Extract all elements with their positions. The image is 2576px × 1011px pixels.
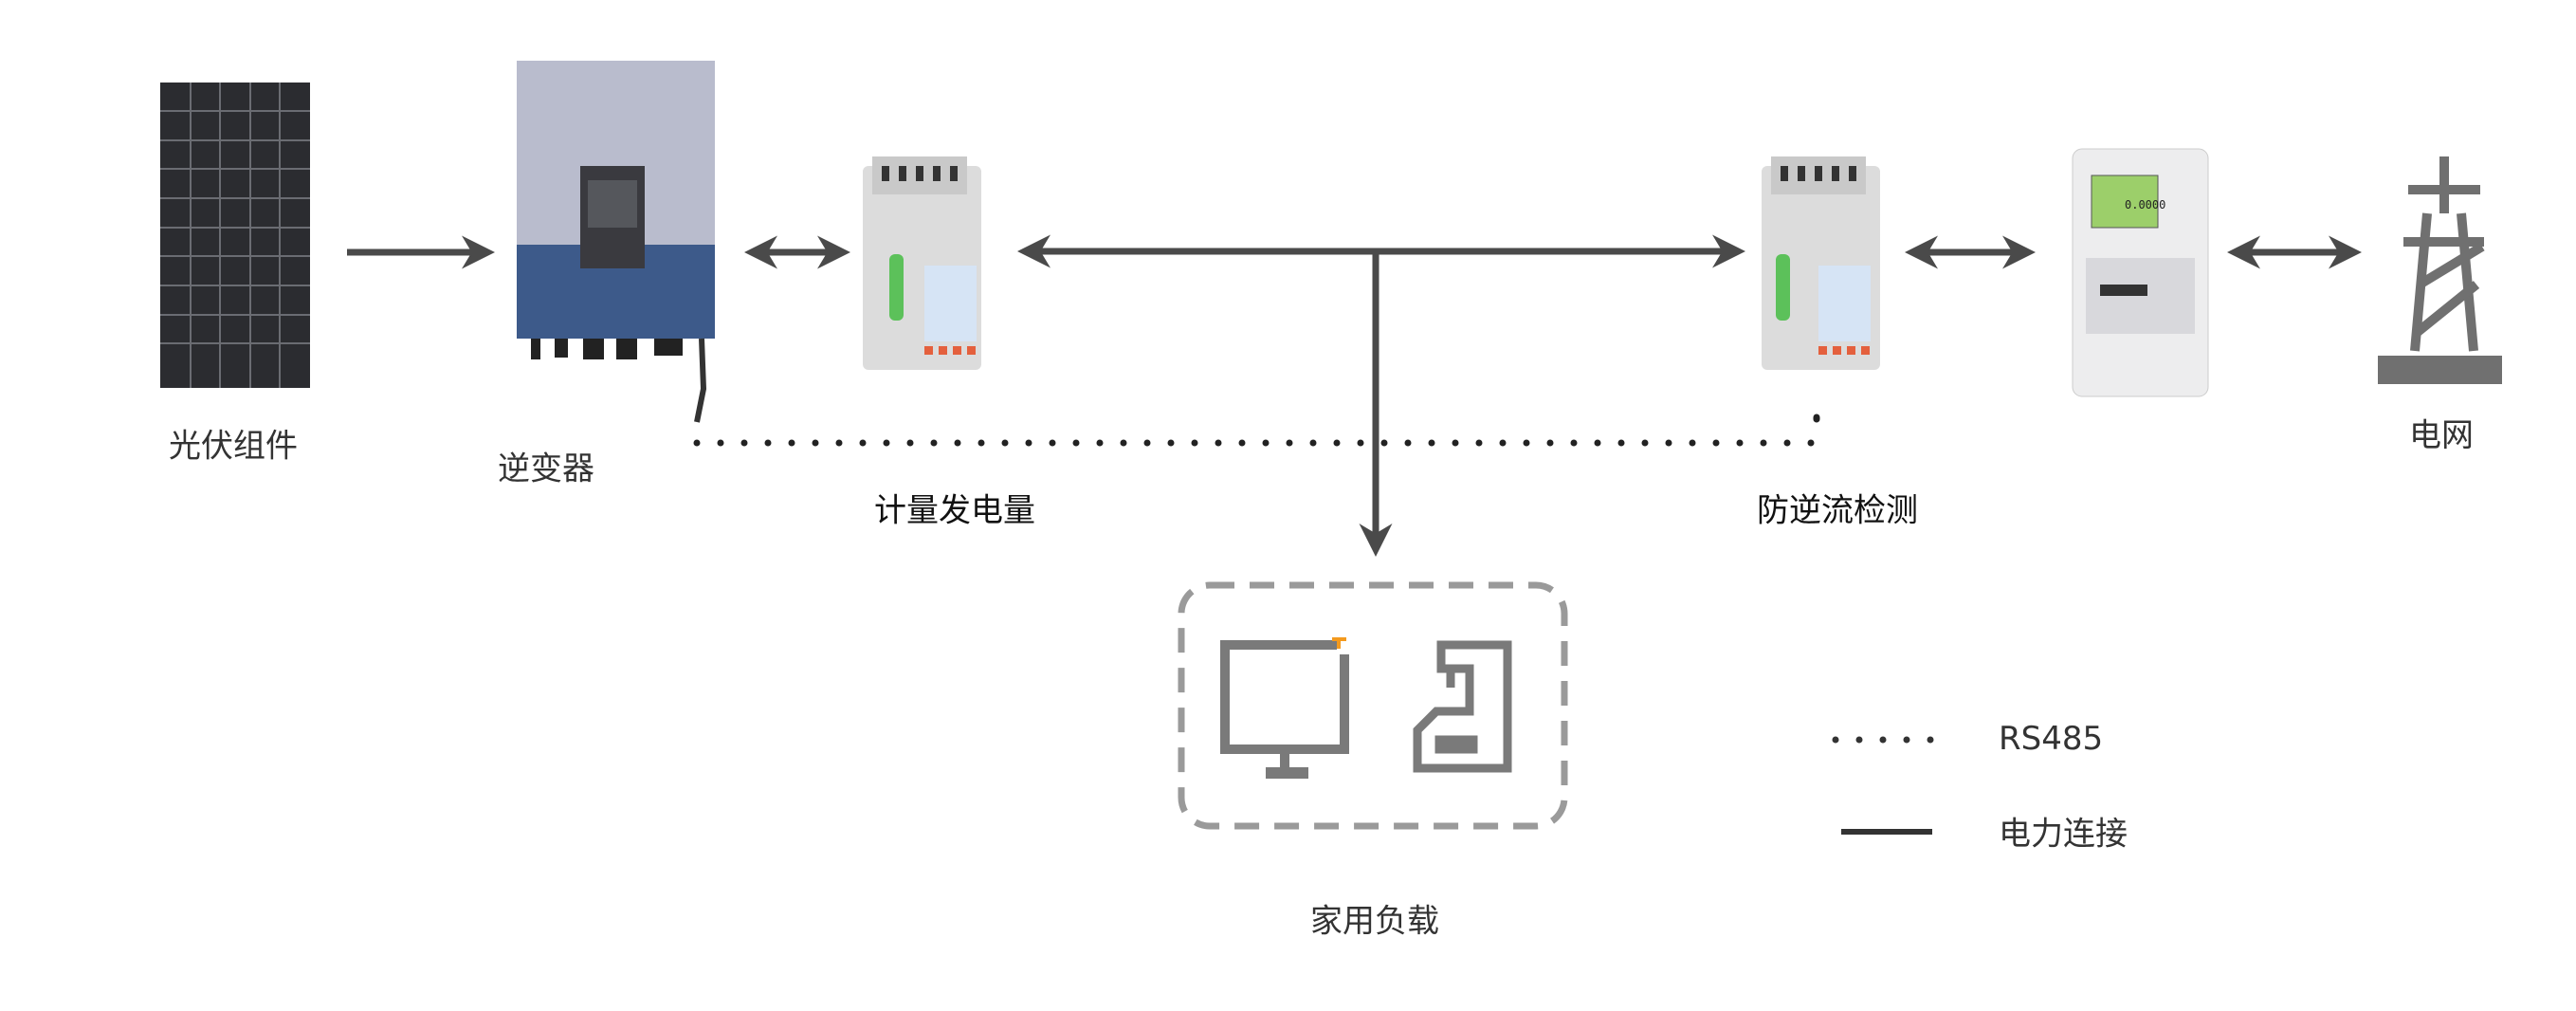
monitor-icon bbox=[1220, 637, 1349, 779]
legend-power-label: 电力连接 bbox=[1999, 815, 2128, 854]
label-household-load: 家用负载 bbox=[1310, 902, 1439, 941]
meter-display: 0.0000 bbox=[2125, 198, 2165, 211]
rs485-line bbox=[693, 414, 1820, 447]
grid-tower-icon bbox=[2378, 156, 2502, 384]
generation-meter-image bbox=[863, 156, 981, 370]
coffee-machine-icon bbox=[1413, 640, 1512, 773]
legend-rs485-label: RS485 bbox=[1999, 720, 2104, 758]
label-inverter: 逆变器 bbox=[498, 450, 594, 488]
label-anti-backflow: 防逆流检测 bbox=[1757, 491, 1918, 530]
label-generation-meter: 计量发电量 bbox=[874, 491, 1035, 530]
label-pv-module: 光伏组件 bbox=[169, 427, 298, 466]
household-load-box bbox=[1178, 581, 1568, 830]
electric-meter-image bbox=[2072, 148, 2209, 397]
solar-panel-image bbox=[160, 83, 310, 388]
inverter-image bbox=[517, 61, 715, 423]
anti-backflow-meter-image bbox=[1762, 156, 1880, 370]
label-grid: 电网 bbox=[2409, 416, 2474, 455]
